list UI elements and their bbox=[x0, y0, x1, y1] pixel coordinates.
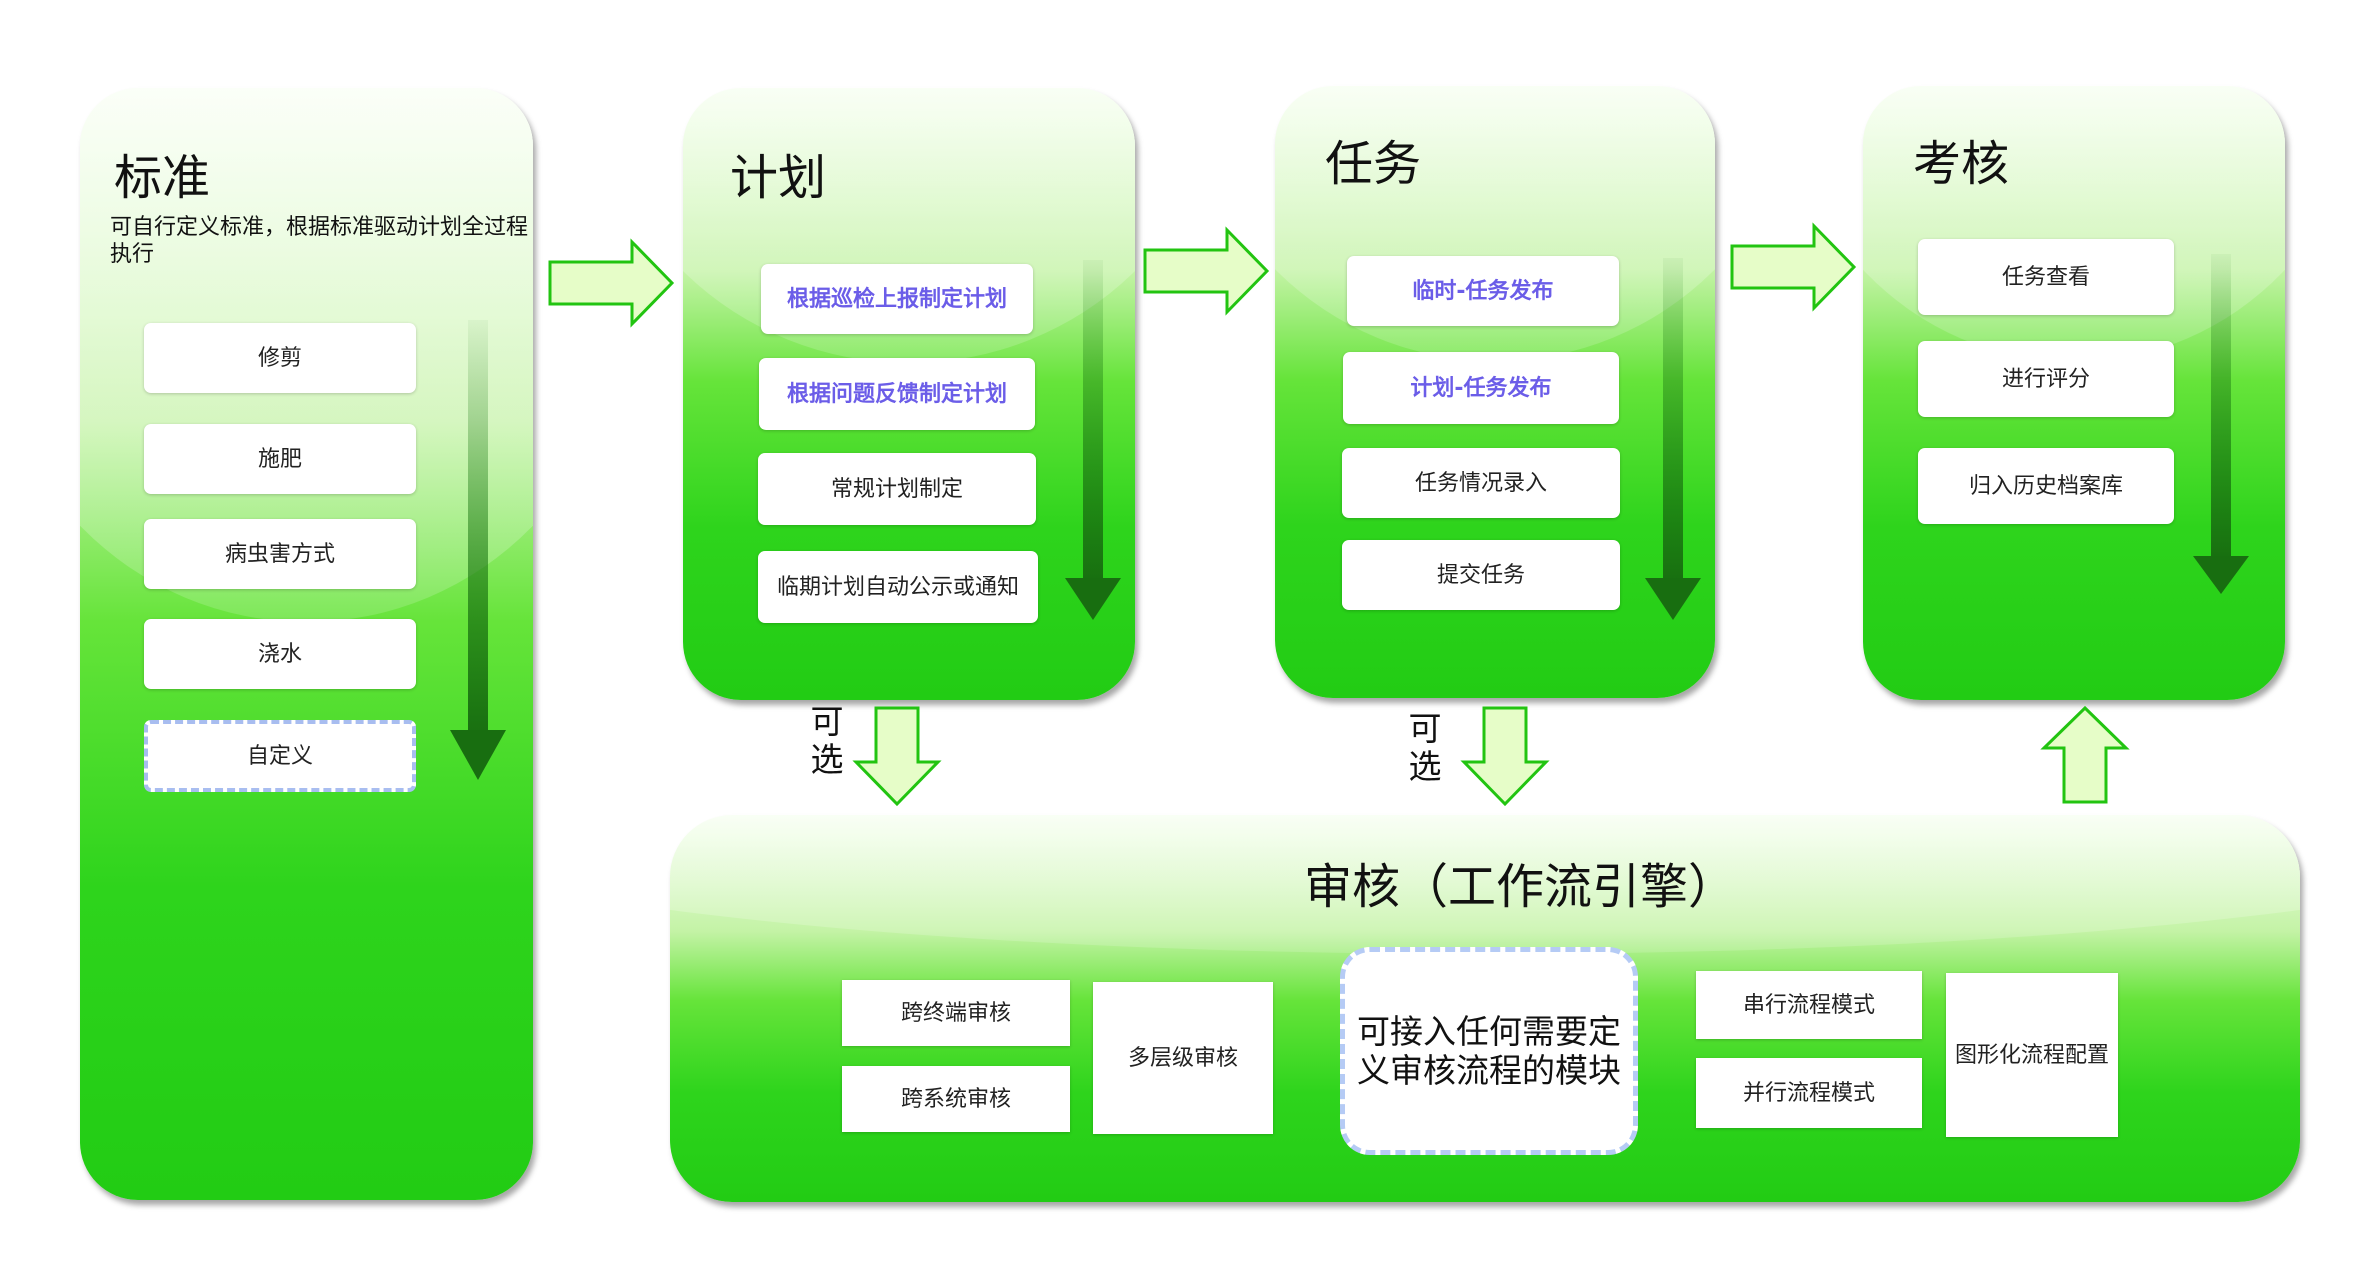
review-graphical[interactable]: 图形化流程配置 bbox=[1946, 973, 2118, 1137]
standard-item-pruning[interactable]: 修剪 bbox=[144, 323, 416, 393]
plan-item-feedback[interactable]: 根据问题反馈制定计划 bbox=[759, 358, 1035, 430]
plan-down-arrow-icon bbox=[1065, 260, 1121, 620]
review-cross-system[interactable]: 跨系统审核 bbox=[842, 1066, 1070, 1132]
standard-item-fertilize[interactable]: 施肥 bbox=[144, 424, 416, 494]
task-item-record[interactable]: 任务情况录入 bbox=[1342, 448, 1620, 518]
right-arrow-icon-3 bbox=[1730, 222, 1857, 312]
review-parallel[interactable]: 并行流程模式 bbox=[1696, 1058, 1922, 1128]
standard-title: 标准 bbox=[114, 150, 211, 206]
review-cross-terminal[interactable]: 跨终端审核 bbox=[842, 980, 1070, 1046]
task-title: 任务 bbox=[1325, 136, 1422, 192]
standard-down-arrow-icon bbox=[450, 320, 506, 780]
plan-item-inspection[interactable]: 根据巡检上报制定计划 bbox=[761, 264, 1033, 334]
standard-desc: 可自行定义标准，根据标准驱动计划全过程执行 bbox=[110, 215, 529, 267]
assess-item-score[interactable]: 进行评分 bbox=[1918, 341, 2174, 417]
standard-panel: 标准 可自行定义标准，根据标准驱动计划全过程执行 修剪 施肥 病虫害方式 浇水 … bbox=[80, 88, 533, 1200]
standard-item-watering[interactable]: 浇水 bbox=[144, 619, 416, 689]
optional-down-arrow-icon-2 bbox=[1460, 706, 1550, 807]
review-center-module[interactable]: 可接入任何需要定义审核流程的模块 bbox=[1340, 947, 1638, 1155]
standard-item-pest[interactable]: 病虫害方式 bbox=[144, 519, 416, 589]
assess-panel: 考核 任务查看 进行评分 归入历史档案库 bbox=[1863, 86, 2285, 700]
plan-title: 计划 bbox=[730, 150, 827, 206]
task-item-planned[interactable]: 计划-任务发布 bbox=[1343, 352, 1619, 424]
review-title: 审核（工作流引擎） bbox=[1304, 859, 1737, 915]
optional-label-2: 可选 bbox=[1408, 709, 1442, 786]
optional-label-1: 可选 bbox=[810, 702, 844, 779]
assess-item-view[interactable]: 任务查看 bbox=[1918, 239, 2174, 315]
right-arrow-icon-2 bbox=[1143, 226, 1270, 316]
plan-item-regular[interactable]: 常规计划制定 bbox=[758, 453, 1036, 525]
assess-title: 考核 bbox=[1913, 136, 2010, 192]
plan-item-expiring[interactable]: 临期计划自动公示或通知 bbox=[758, 551, 1038, 623]
assess-item-archive[interactable]: 归入历史档案库 bbox=[1918, 448, 2174, 524]
review-panel: 审核（工作流引擎） 跨终端审核 跨系统审核 多层级审核 可接入任何需要定义审核流… bbox=[670, 815, 2300, 1202]
up-arrow-icon bbox=[2040, 705, 2130, 804]
task-down-arrow-icon bbox=[1645, 258, 1701, 620]
task-panel: 任务 临时-任务发布 计划-任务发布 任务情况录入 提交任务 bbox=[1275, 86, 1715, 698]
right-arrow-icon-1 bbox=[548, 238, 675, 328]
review-multi-level[interactable]: 多层级审核 bbox=[1093, 982, 1273, 1134]
assess-down-arrow-icon bbox=[2193, 254, 2249, 594]
optional-down-arrow-icon-1 bbox=[852, 706, 942, 807]
task-item-submit[interactable]: 提交任务 bbox=[1342, 540, 1620, 610]
plan-panel: 计划 根据巡检上报制定计划 根据问题反馈制定计划 常规计划制定 临期计划自动公示… bbox=[683, 88, 1135, 700]
task-item-temporary[interactable]: 临时-任务发布 bbox=[1347, 256, 1619, 326]
review-serial[interactable]: 串行流程模式 bbox=[1696, 971, 1922, 1039]
standard-item-custom[interactable]: 自定义 bbox=[144, 720, 416, 792]
